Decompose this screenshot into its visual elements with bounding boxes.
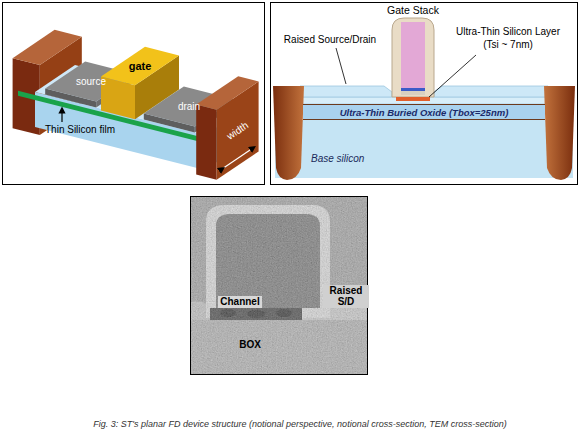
node-label: Ultra-Thin Buried Oxide (Tbox=25nm) [340, 107, 509, 118]
part-label: drain [178, 101, 200, 113]
buried-oxide-band: Ultra-Thin Buried Oxide (Tbox=25nm) [303, 104, 545, 120]
base-silicon-region: Base silicon [303, 120, 545, 170]
part-label: BOX [239, 339, 261, 351]
perspective-panel [3, 3, 265, 185]
figure-caption: Fig. 3: ST's planar FD device structure … [30, 419, 570, 430]
part-label: source [76, 76, 106, 88]
part-label: Raised S/D [323, 285, 369, 308]
part-label: Ultra-Thin Silicon Layer [456, 26, 560, 38]
part-label: Gate Stack [387, 4, 439, 16]
part-label: Thin Silicon film [45, 124, 115, 136]
dimension-label: (Tsi ~ 7nm) [483, 39, 533, 51]
part-label: gate [129, 60, 152, 73]
part-label: Raised Source/Drain [284, 34, 376, 46]
part-label: Channel [218, 296, 261, 308]
node-label: Base silicon [311, 153, 364, 164]
cross-section-panel [271, 3, 578, 185]
